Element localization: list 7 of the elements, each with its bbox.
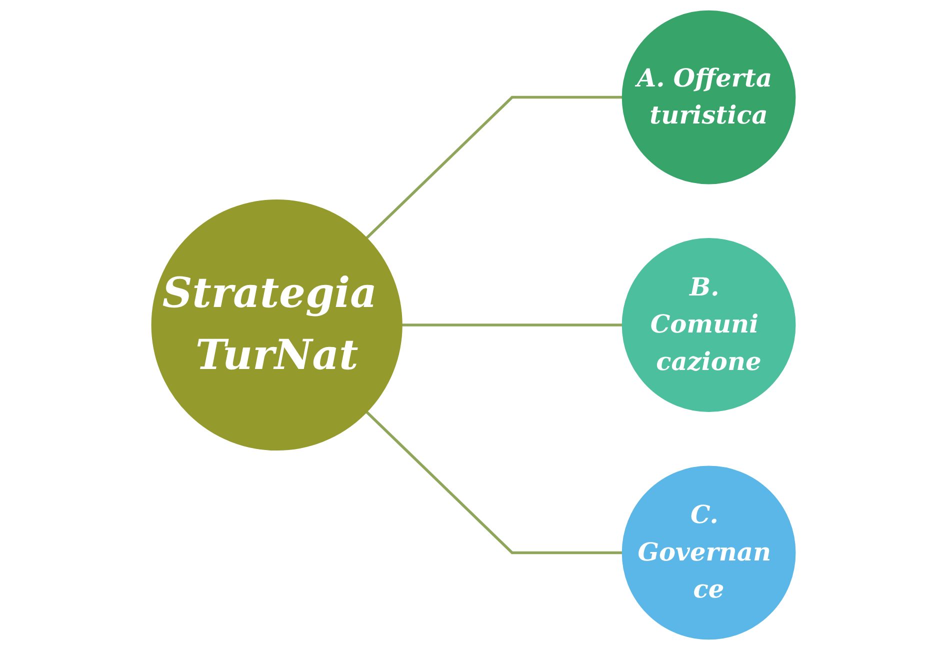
connector — [366, 96, 623, 240]
node-circle: B. Comuni cazione — [622, 238, 796, 412]
connector — [402, 324, 623, 326]
connector — [366, 410, 623, 554]
node-circle: A. Offerta turistica — [622, 10, 796, 184]
node-circle: C. Governan ce — [622, 466, 796, 640]
node-circle: Strategia TurNat — [151, 199, 402, 451]
